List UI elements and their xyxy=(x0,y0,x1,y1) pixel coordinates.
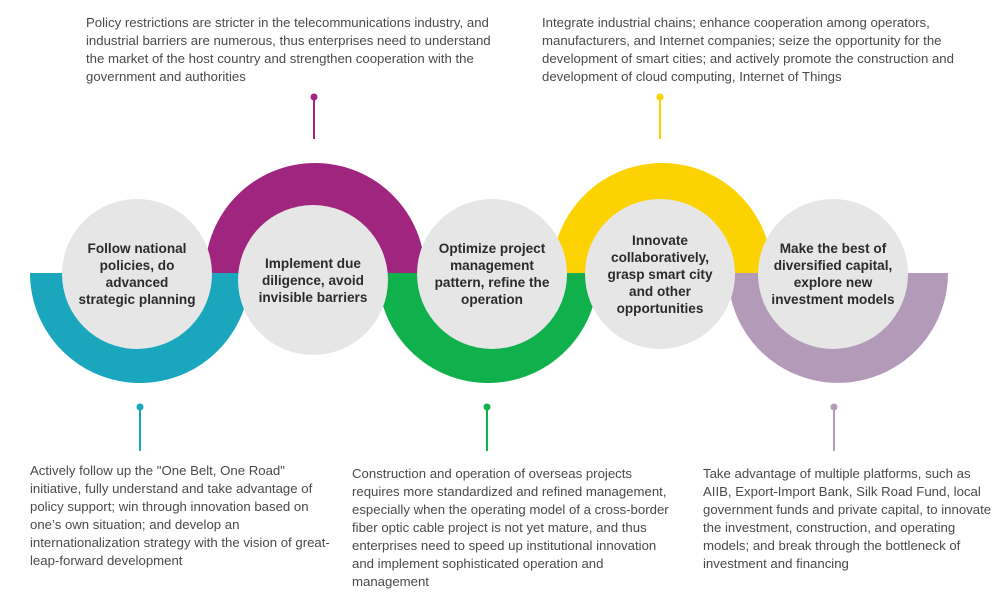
step-4-description: Integrate industrial chains; enhance coo… xyxy=(542,15,954,84)
step-1-title: Follow national policies, do advanced st… xyxy=(78,241,196,307)
connector-lilac xyxy=(830,403,838,451)
step-4-title-box: Innovate collaboratively, grasp smart ci… xyxy=(585,199,735,349)
step-3-description: Construction and operation of overseas p… xyxy=(352,466,669,589)
circle-step-1 xyxy=(62,199,212,349)
step-2-title-box: Implement due diligence, avoid invisible… xyxy=(238,205,388,355)
step-4-title: Innovate collaboratively, grasp smart ci… xyxy=(607,232,713,316)
step-2-title: Implement due diligence, avoid invisible… xyxy=(258,255,368,305)
connector-purple xyxy=(310,93,318,139)
circle-step-4 xyxy=(585,199,735,349)
step-5-title-box: Make the best of diversified capital, ex… xyxy=(758,199,908,349)
connector-green xyxy=(483,403,491,451)
step-1-description: Actively follow up the "One Belt, One Ro… xyxy=(30,463,330,568)
step-2-description: Policy restrictions are stricter in the … xyxy=(86,15,491,84)
step-5-title: Make the best of diversified capital, ex… xyxy=(771,241,895,307)
step-3-title-box: Optimize project management pattern, ref… xyxy=(417,199,567,349)
connector-teal xyxy=(136,403,144,451)
circle-step-5 xyxy=(758,199,908,349)
step-1-title-box: Follow national policies, do advanced st… xyxy=(62,199,212,349)
circle-step-3 xyxy=(417,199,567,349)
connector-yellow xyxy=(656,93,664,139)
step-5-description: Take advantage of multiple platforms, su… xyxy=(703,466,992,571)
circle-step-2 xyxy=(238,205,388,355)
step-3-title: Optimize project management pattern, ref… xyxy=(434,241,550,307)
